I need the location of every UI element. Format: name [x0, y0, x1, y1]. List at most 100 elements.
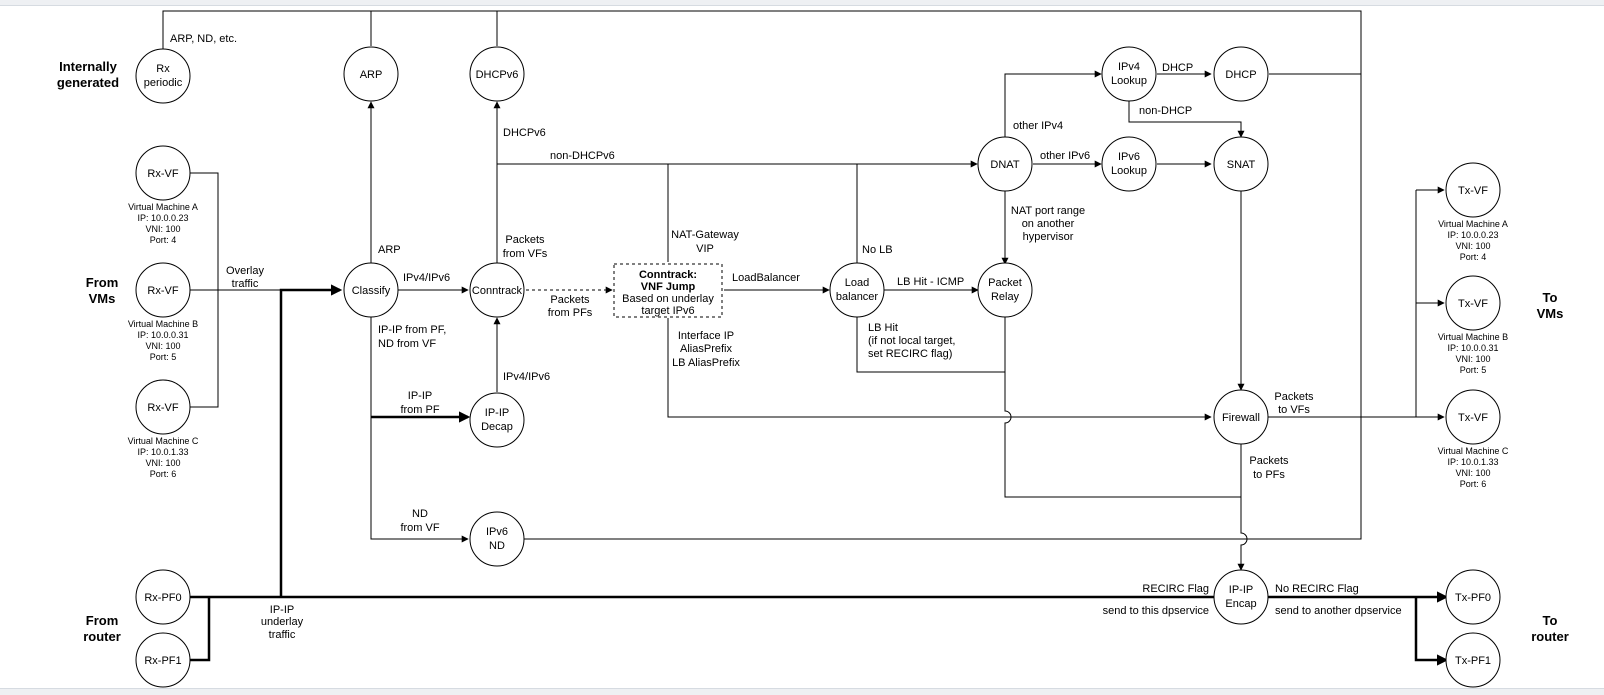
node-ipv6-lookup: IPv6 Lookup [1101, 136, 1157, 192]
edge-label-nat-gateway: VIP [696, 243, 714, 255]
svg-text:generated: generated [57, 75, 119, 90]
node-rx-pf1: Rx-PF1 [135, 632, 191, 688]
node-ipv6-nd: IPv6 ND [469, 511, 525, 567]
node-tx-vf-a: Tx-VF [1445, 162, 1501, 218]
node-rx-periodic: Rx periodic [135, 48, 191, 104]
node-label: DNAT [990, 159, 1019, 171]
svg-text:Port: 5: Port: 5 [1460, 365, 1487, 375]
edge-label-overlay: traffic [232, 278, 259, 290]
edge-label-no-lb: No LB [862, 244, 893, 256]
svg-text:From: From [86, 613, 119, 628]
edge-label-packets-from-pfs: from PFs [548, 307, 593, 319]
edge-label-packets-to-pfs: Packets [1249, 455, 1289, 467]
node-label: IPv6 [486, 526, 508, 538]
node-label: Classify [352, 285, 391, 297]
node-label: DHCP [1225, 69, 1256, 81]
node-label: Conntrack [472, 285, 523, 297]
edge-label-nat-port-range: hypervisor [1023, 231, 1074, 243]
edge-label-arp: ARP [378, 244, 401, 256]
node-conntrack: Conntrack [469, 262, 525, 318]
node-label: Rx-VF [147, 402, 178, 414]
node-rx-vf-b: Rx-VF [135, 262, 191, 318]
edge-label-packets-to-vfs: Packets [1274, 391, 1314, 403]
svg-text:Virtual Machine B: Virtual Machine B [1438, 332, 1508, 342]
connection-lines [162, 10, 1449, 666]
edge-label-send-another: send to another dpservice [1275, 605, 1402, 617]
node-dhcp: DHCP [1213, 46, 1269, 102]
edge-label-nat-port-range: on another [1022, 218, 1075, 230]
node-label: Rx [156, 63, 170, 75]
section-from-router: From router [83, 613, 121, 644]
vm-info-left-b: Virtual Machine B IP: 10.0.0.31 VNI: 100… [128, 319, 198, 362]
node-vnf-jump: Conntrack: VNF Jump Based on underlay ta… [613, 263, 723, 318]
edge-label-overlay: Overlay [226, 265, 264, 277]
svg-text:Port: 6: Port: 6 [1460, 479, 1487, 489]
edge-label-nat-port-range: NAT port range [1011, 205, 1085, 217]
section-internally-generated: Internally generated [57, 59, 119, 90]
edge-label-underlay: IP-IP [270, 604, 294, 616]
edge-label-lb-hit: LB Hit [868, 322, 898, 334]
edge-label-dhcpv6: DHCPv6 [503, 127, 546, 139]
node-label: balancer [836, 291, 879, 303]
vm-info-right-a: Virtual Machine A IP: 10.0.0.23 VNI: 100… [1438, 219, 1508, 262]
svg-text:Internally: Internally [59, 59, 118, 74]
node-dnat: DNAT [977, 136, 1033, 192]
edge-label-ipip-pf-nd-vf: IP-IP from PF, [378, 324, 446, 336]
edge-label-nd-from-vf: ND [412, 508, 428, 520]
node-label: Tx-PF1 [1455, 655, 1491, 667]
vm-info-right-c: Virtual Machine C IP: 10.0.1.33 VNI: 100… [1438, 446, 1509, 489]
node-label: Rx-VF [147, 285, 178, 297]
node-label: DHCPv6 [476, 69, 519, 81]
encap-to-tx-pf1 [1414, 597, 1449, 666]
edge-label-underlay: underlay [261, 616, 304, 628]
vm-info-left-a: Virtual Machine A IP: 10.0.0.23 VNI: 100… [128, 202, 198, 245]
lb-hit-wire [856, 316, 1005, 373]
edge-label-arp-nd: ARP, ND, etc. [170, 33, 237, 45]
interface-ip-wire [667, 318, 1212, 421]
node-label: ND [489, 540, 505, 552]
node-firewall: Firewall [1213, 389, 1269, 445]
section-to-vms: To VMs [1537, 290, 1564, 321]
edge-label-send-this: send to this dpservice [1103, 605, 1209, 617]
edge-label-no-recirc-flag: No RECIRC Flag [1275, 583, 1359, 595]
svg-text:IP: 10.0.0.31: IP: 10.0.0.31 [137, 330, 188, 340]
node-label: IPv6 [1118, 151, 1140, 163]
section-from-vms: From VMs [86, 275, 119, 306]
node-label: Rx-VF [147, 168, 178, 180]
node-label: Lookup [1111, 165, 1147, 177]
node-label: VNF Jump [641, 281, 696, 293]
firewall-to-encap [1237, 444, 1248, 571]
svg-text:Port: 4: Port: 4 [1460, 252, 1487, 262]
top-edge [0, 0, 1604, 6]
node-load-balancer: Load balancer [829, 262, 885, 318]
node-label: periodic [144, 77, 183, 89]
relay-wire [1004, 316, 1241, 498]
node-label: Tx-VF [1458, 298, 1488, 310]
edge-label-packets-from-vfs: from VFs [503, 248, 548, 260]
underlay-to-classify [279, 284, 343, 597]
edge-label-lb-hit: set RECIRC flag) [868, 348, 952, 360]
node-classify: Classify [343, 262, 399, 318]
edge-label-non-dhcp: non-DHCP [1139, 105, 1192, 117]
node-label: Based on underlay [622, 293, 714, 305]
node-label: Rx-PF0 [144, 592, 181, 604]
node-packet-relay: Packet Relay [977, 262, 1033, 318]
svg-text:Port: 6: Port: 6 [150, 469, 177, 479]
node-ipv4-lookup: IPv4 Lookup [1101, 46, 1157, 102]
svg-text:VNI: 100: VNI: 100 [1455, 468, 1490, 478]
classify-to-nd [370, 316, 469, 543]
svg-text:To: To [1543, 613, 1558, 628]
node-label: Encap [1225, 598, 1256, 610]
bottom-edge [0, 688, 1604, 695]
node-label: ARP [360, 69, 383, 81]
node-label: Tx-PF0 [1455, 592, 1491, 604]
node-label: Tx-VF [1458, 185, 1488, 197]
svg-text:VNI: 100: VNI: 100 [145, 224, 180, 234]
edge-label-nat-gateway: NAT-Gateway [671, 229, 739, 241]
edge-label-underlay: traffic [269, 629, 296, 641]
edge-label-packets-from-pfs: Packets [550, 294, 590, 306]
svg-text:IP: 10.0.1.33: IP: 10.0.1.33 [1447, 457, 1498, 467]
svg-text:Port: 5: Port: 5 [150, 352, 177, 362]
edge-label-packets-from-vfs: Packets [505, 234, 545, 246]
